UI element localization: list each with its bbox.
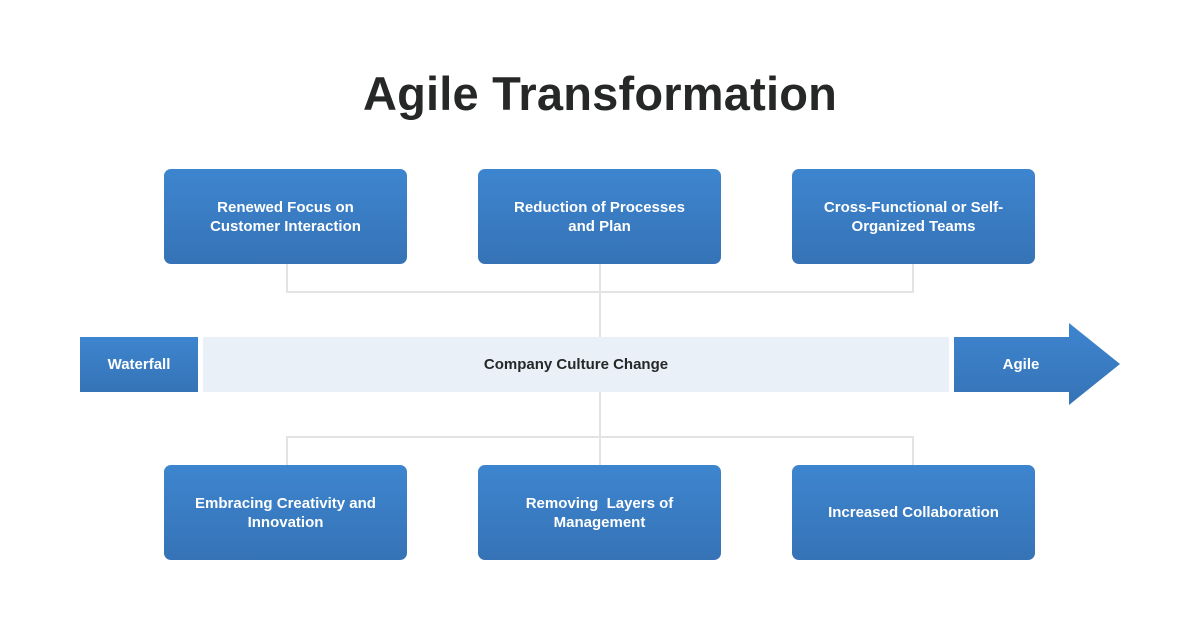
diagram-title: Agile Transformation — [362, 67, 838, 120]
right-arrow-icon — [954, 323, 1120, 405]
connector-bottom-right — [912, 436, 914, 465]
top-box-customer-interaction: Renewed Focus on Customer Interaction — [164, 169, 407, 264]
box-label: Removing Layers of Management — [525, 494, 678, 531]
box-label: Renewed Focus on Customer Interaction — [210, 198, 361, 235]
culture-change-band: Company Culture Change — [203, 337, 949, 392]
box-label: Increased Collaboration — [828, 504, 999, 521]
agile-label: Agile — [1002, 356, 1040, 373]
connector-top-horizontal — [286, 291, 914, 293]
top-box-cross-functional: Cross-Functional or Self-Organized Teams — [792, 169, 1035, 264]
box-label: Reduction of Processes and Plan — [514, 198, 685, 235]
box-label: Embracing Creativity and Innovation — [195, 494, 376, 531]
top-box-reduction-processes: Reduction of Processes and Plan — [478, 169, 721, 264]
connector-top-center — [599, 264, 601, 337]
connector-bottom-center — [599, 392, 601, 465]
connector-bottom-horizontal — [286, 436, 914, 438]
culture-change-label: Company Culture Change — [483, 356, 669, 373]
connector-bottom-left — [286, 436, 288, 465]
bottom-box-removing-layers: Removing Layers of Management — [478, 465, 721, 560]
bottom-box-collaboration: Increased Collaboration — [792, 465, 1035, 560]
waterfall-label: Waterfall — [107, 356, 171, 373]
bottom-box-creativity: Embracing Creativity and Innovation — [164, 465, 407, 560]
box-label: Cross-Functional or Self-Organized Teams — [823, 198, 1004, 235]
waterfall-block: Waterfall — [80, 337, 198, 392]
connector-top-left — [286, 264, 288, 293]
connector-top-right — [912, 264, 914, 293]
